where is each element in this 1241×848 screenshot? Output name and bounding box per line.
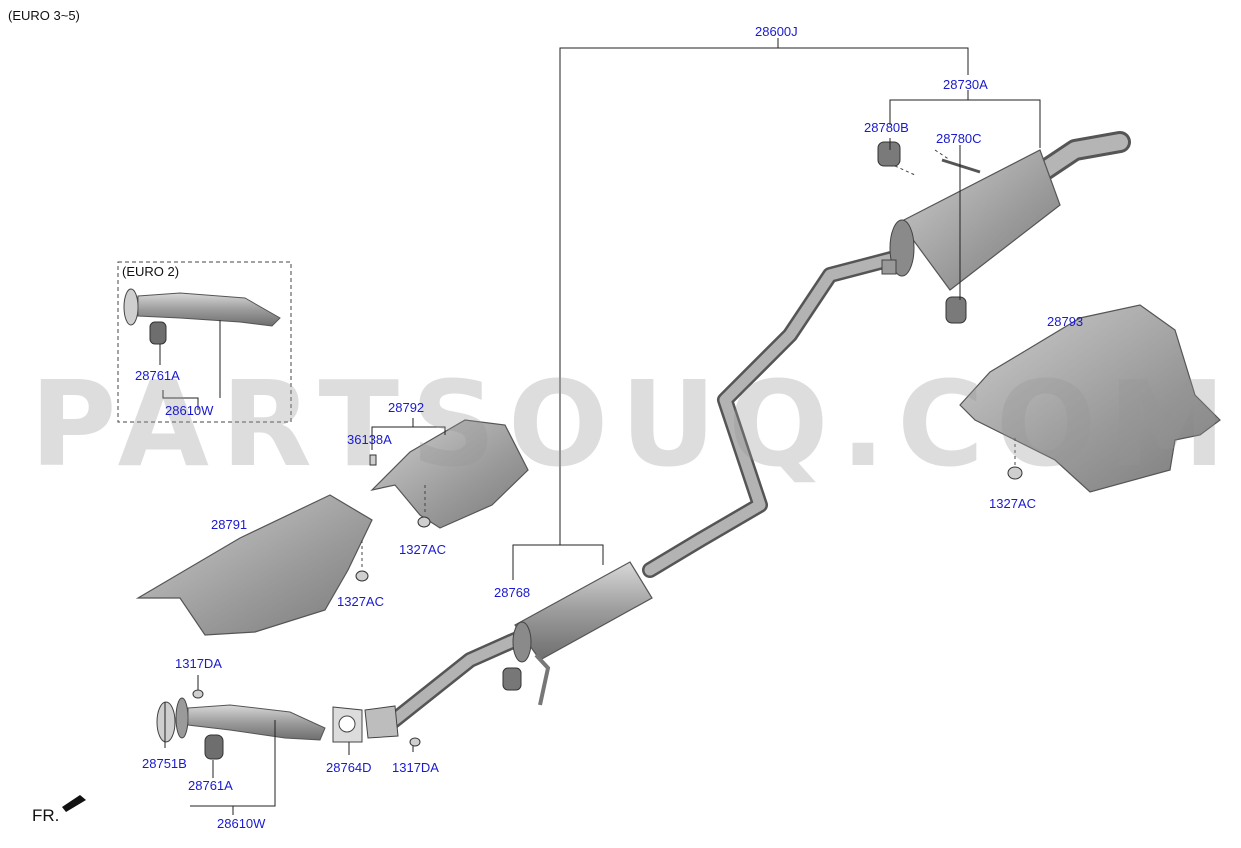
center-muffler [502,561,653,706]
callout-28780C[interactable]: 28780C [936,131,982,146]
callout-1327AC-left[interactable]: 1327AC [337,594,384,609]
callout-28768[interactable]: 28768 [494,585,531,600]
callout-28610W-inset[interactable]: 28610W [165,403,214,418]
callout-1327AC-right[interactable]: 1327AC [989,496,1036,511]
variant-label: (EURO 3~5) [8,8,80,23]
main-pipe [384,131,1131,730]
callout-28764D[interactable]: 28764D [326,760,372,775]
callout-28792[interactable]: 28792 [388,400,425,415]
callout-28610W[interactable]: 28610W [217,816,266,831]
callout-28761A[interactable]: 28761A [188,778,233,793]
callout-28761A-inset[interactable]: 28761A [135,368,180,383]
inset-label: (EURO 2) [122,264,180,279]
callout-28730A[interactable]: 28730A [943,77,988,92]
fasteners [192,454,1023,747]
callout-28751B[interactable]: 28751B [142,756,187,771]
callout-28793[interactable]: 28793 [1047,314,1084,329]
callout-1317DA-bottom[interactable]: 1317DA [392,760,439,775]
front-pipe-assembly [156,697,399,760]
hangers [877,141,981,324]
rear-muffler [881,149,1061,291]
dashed-leaders [361,149,1016,570]
callout-28780B[interactable]: 28780B [864,120,909,135]
callout-28791[interactable]: 28791 [211,517,248,532]
callout-28600J[interactable]: 28600J [755,24,798,39]
watermark: PARTSOUQ.COM [30,355,1238,493]
heat-shield-28791 [135,494,373,636]
callout-1317DA-top[interactable]: 1317DA [175,656,222,671]
inset-euro2 [117,261,292,423]
callout-1327AC-middle[interactable]: 1327AC [399,542,446,557]
direction-label: FR. [32,806,60,825]
fr-arrow-icon [62,795,86,812]
callout-36138A[interactable]: 36138A [347,432,392,447]
heat-shield-28792 [370,419,529,529]
heat-shield-28793 [959,304,1221,493]
leader-lines [159,38,1041,815]
